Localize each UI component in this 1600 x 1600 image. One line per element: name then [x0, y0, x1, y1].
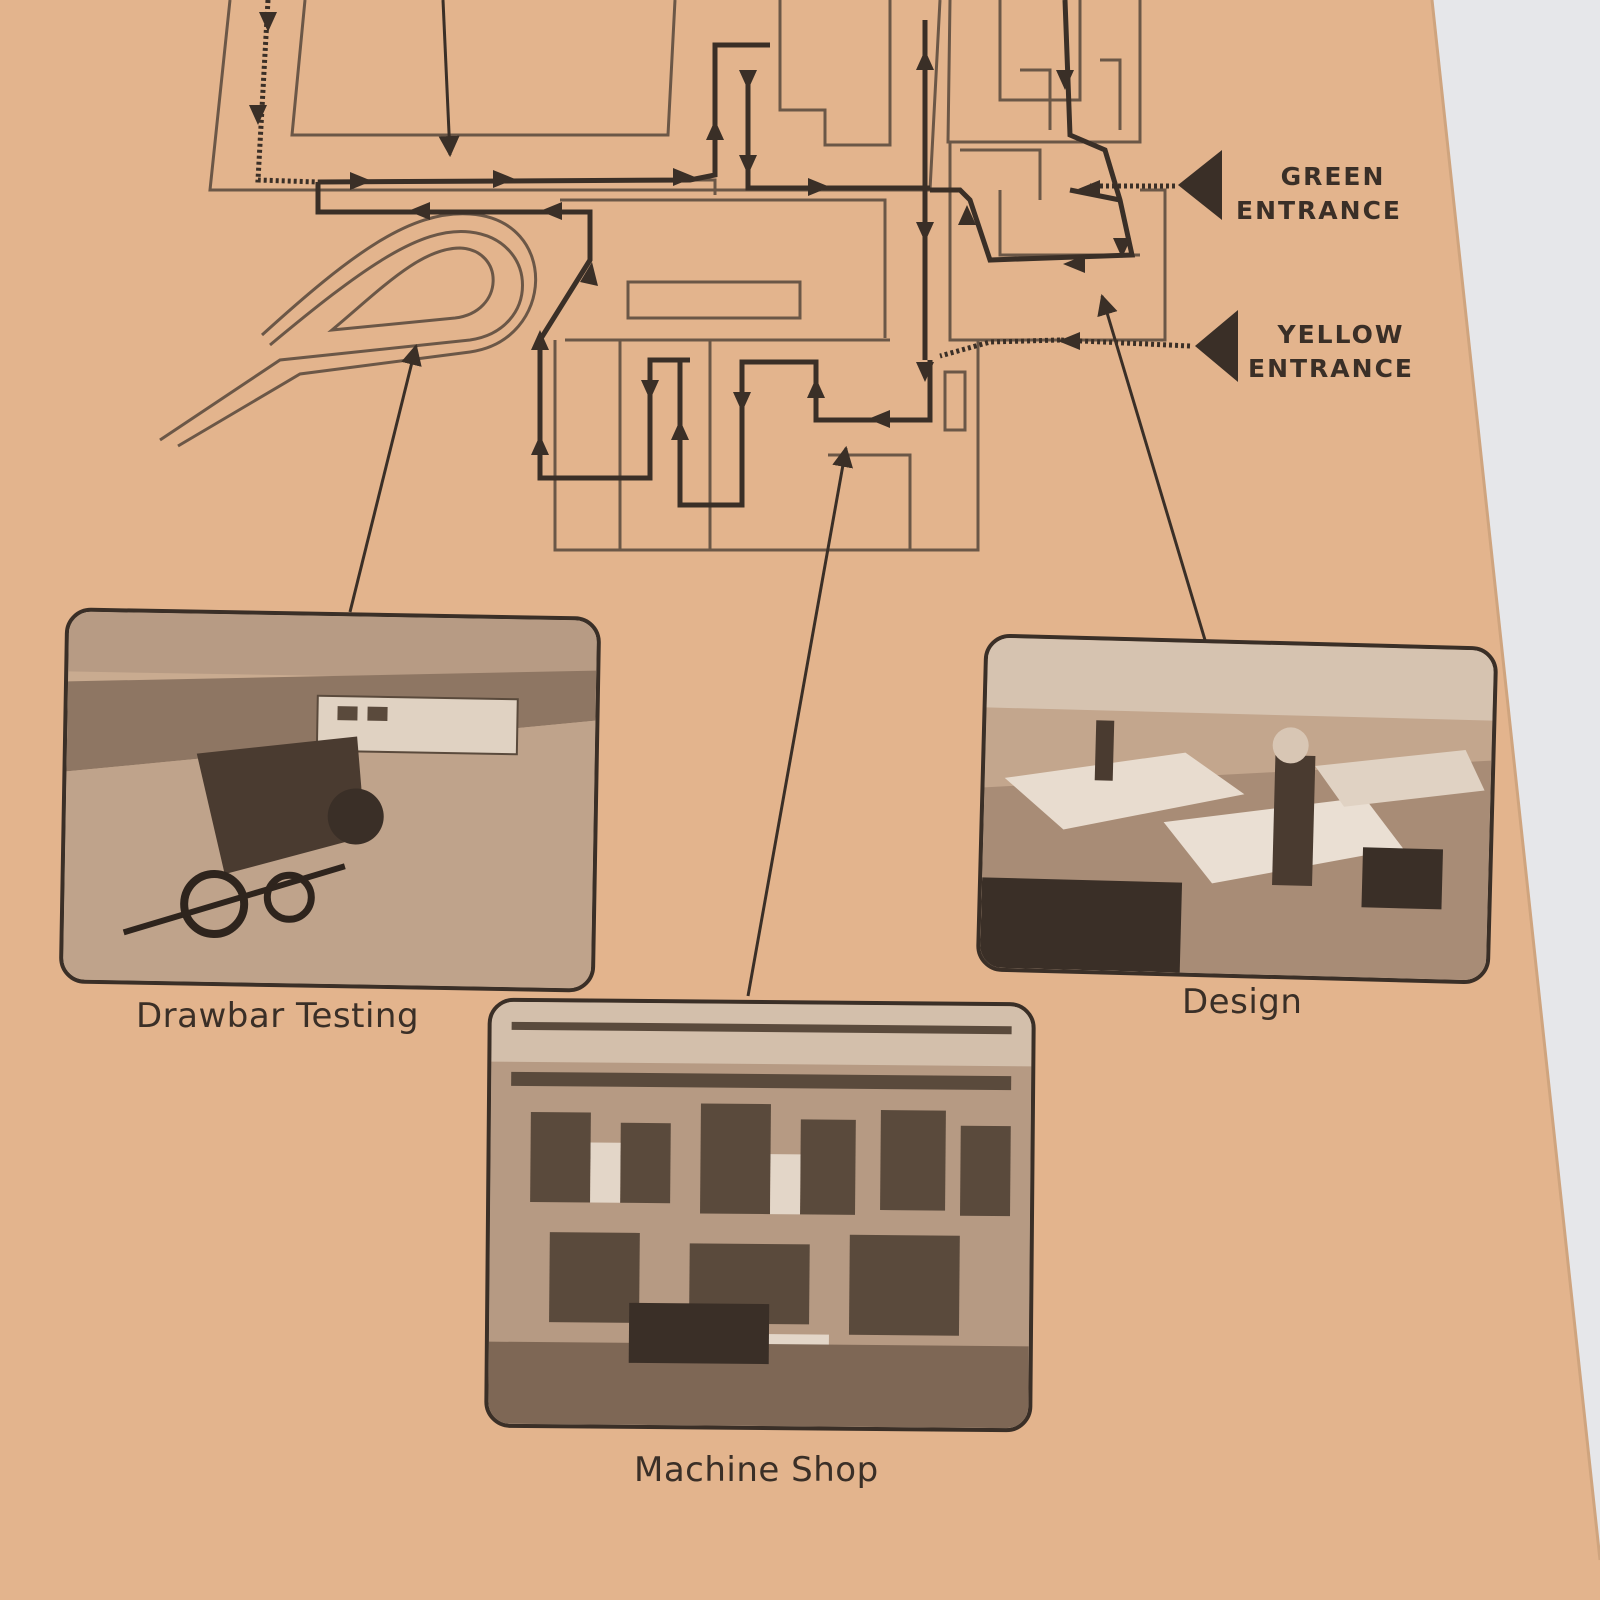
machine-shop-photo [484, 997, 1036, 1433]
green-entrance-line2: ENTRANCE [1236, 196, 1402, 225]
green-entrance-line1: GREEN [1280, 162, 1386, 191]
design-photo [975, 633, 1499, 985]
test-track [159, 212, 538, 448]
entrance-arrows [1178, 150, 1238, 382]
entrance-dotted-paths [255, 0, 1191, 359]
yellow-entrance-line2: ENTRANCE [1248, 354, 1414, 383]
drawbar-testing-caption: Drawbar Testing [136, 996, 420, 1036]
yellow-entrance-label: YELLOW ENTRANCE [1248, 318, 1414, 386]
pointer-lines [348, 0, 1207, 997]
machine-shop-caption: Machine Shop [634, 1450, 879, 1490]
route-direction-arrows [249, 12, 1131, 455]
drawbar-testing-photo [58, 607, 602, 993]
building-outlines [208, 0, 1167, 552]
green-entrance-label: GREEN ENTRANCE [1236, 160, 1402, 228]
design-caption: Design [1182, 982, 1303, 1022]
yellow-entrance-line1: YELLOW [1277, 320, 1405, 349]
